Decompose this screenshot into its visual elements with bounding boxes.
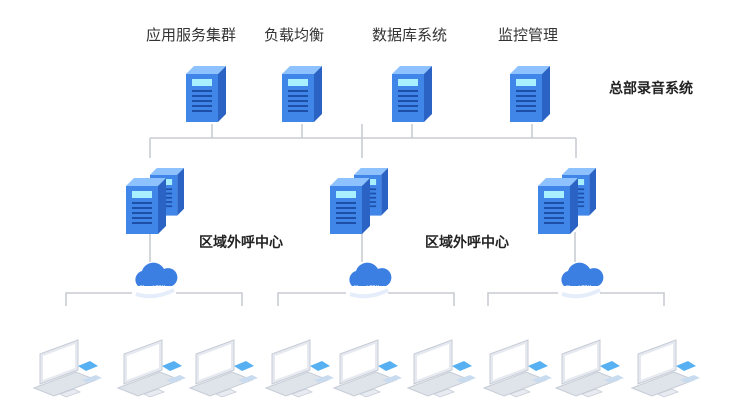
svg-text:Cloud PBX: Cloud PBX [353, 285, 379, 291]
workstation-icon-9 [631, 339, 701, 398]
svg-text:Cloud PBX: Cloud PBX [565, 285, 591, 291]
label-region-3: 区域外呼中心 [425, 235, 509, 251]
workstation-icon-2 [117, 339, 187, 398]
hq-server-app-cluster [186, 66, 226, 122]
workstation-icon-3 [189, 339, 259, 398]
label-load-balancer: 负载均衡 [264, 26, 325, 44]
workstation-icon-5 [333, 339, 403, 398]
label-database: 数据库系统 [372, 26, 448, 44]
svg-text:Cloud PBX: Cloud PBX [139, 285, 165, 291]
label-monitoring: 监控管理 [498, 26, 559, 44]
hq-server-monitoring [510, 66, 550, 122]
cloud-pbx-icon-2: Cloud PBX [346, 260, 394, 299]
region-server-2 [330, 168, 388, 234]
workstation-icon-8 [555, 339, 625, 398]
label-hq-recording-system: 总部录音系统 [609, 81, 693, 97]
label-region-1: 区域外呼中心 [199, 235, 283, 251]
hq-server-load-balancer [282, 66, 322, 122]
region-server-1 [126, 168, 184, 234]
workstation-icon-7 [483, 339, 553, 398]
cloud-pbx-icon-1: Cloud PBX [132, 260, 180, 299]
workstation-icon-4 [265, 339, 335, 398]
region-server-3 [538, 168, 596, 234]
cloud-pbx-icon-3: Cloud PBX [558, 260, 606, 299]
label-app-cluster: 应用服务集群 [146, 26, 237, 44]
hq-server-database [392, 66, 432, 122]
workstation-icon-6 [407, 339, 477, 398]
workstation-icon-1 [33, 339, 103, 398]
